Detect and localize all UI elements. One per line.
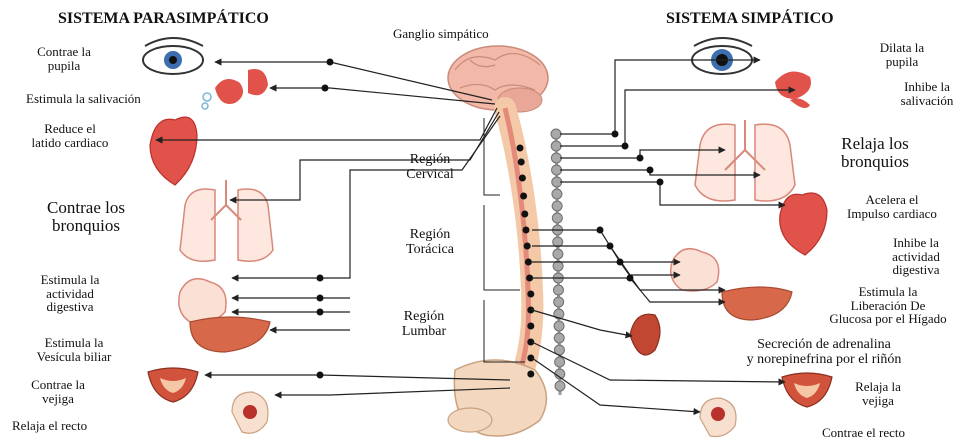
spinal-root-dot [524, 243, 531, 250]
sym-rectum-label: Contrae el recto [822, 426, 905, 440]
spinal-root-dot [527, 371, 534, 378]
ganglion-node [554, 333, 564, 343]
para-bronchi-label: Contrae los bronquios [16, 199, 156, 235]
spinal-root-dot [523, 227, 530, 234]
spinal-root-dot [517, 145, 524, 152]
para-ganglion-dot [322, 85, 329, 92]
spinal-root-dot [527, 291, 534, 298]
region-lumbar: Región Lumbar [382, 310, 466, 339]
para-ganglion-dot [317, 372, 324, 379]
sym-digestive-label: Inhibe la actividad digestiva [866, 236, 966, 277]
sym-synapse-dot [647, 167, 654, 174]
stomach-right [671, 249, 719, 291]
sym-synapse-dot [607, 243, 614, 250]
sym-adrenaline-label: Secreción de adrenalina y norepinefrina … [676, 338, 972, 367]
ganglion-node [555, 381, 565, 391]
heart-right [780, 193, 827, 255]
ganglion-node [553, 285, 563, 295]
sym-heart-label: Acelera el Impulso cardiaco [828, 193, 956, 220]
ganglion-node [552, 189, 562, 199]
sym-synapse-dot [627, 275, 634, 282]
ganglion-label: Ganglio simpático [393, 27, 489, 41]
sym-bronchi-label: Relaja los bronquios [812, 135, 938, 171]
ganglion-node [551, 129, 561, 139]
ganglion-node [553, 249, 563, 259]
kidney-adrenal-right [630, 314, 660, 355]
parasympathetic-title: SISTEMA PARASIMPÁTICO [58, 11, 269, 28]
ganglion-node [551, 141, 561, 151]
spinal-root-dot [518, 159, 525, 166]
liver-right [722, 287, 792, 320]
sym-synapse-dot [622, 143, 629, 150]
liver-left [190, 317, 270, 352]
region-cervical: Región Cervical [388, 153, 472, 182]
rectum-right [700, 398, 736, 437]
para-ganglion-dot [327, 59, 334, 66]
stomach-left [179, 279, 226, 323]
bladder-right [782, 373, 832, 407]
para-pupil-label: Contrae la pupila [14, 45, 114, 72]
sym-pupil-label: Dilata la pupila [852, 41, 952, 68]
region-thoracic: Región Torácica [388, 228, 472, 257]
eye-left [143, 38, 203, 74]
sym-nerve-heart [560, 182, 785, 205]
sym-nerve-adrenal [532, 310, 632, 336]
sym-synapse-dot [657, 179, 664, 186]
para-heart-label: Reduce el latido cardiaco [6, 122, 134, 149]
ganglion-node [552, 213, 562, 223]
sym-synapse-dot [617, 259, 624, 266]
spinal-root-dot [527, 323, 534, 330]
para-nerve-heart [156, 108, 497, 140]
eye-right [692, 38, 752, 74]
ganglion-node [554, 321, 564, 331]
spinal-root-dot [527, 355, 534, 362]
para-rectum-label: Relaja el recto [12, 419, 87, 433]
salivary-glands-left [202, 69, 268, 109]
lungs-left [180, 180, 273, 261]
sym-bladder-label: Relaja la vejiga [838, 380, 918, 407]
spinal-root-dot [525, 259, 532, 266]
sym-synapse-dot [597, 227, 604, 234]
bladder-left [148, 368, 198, 402]
para-ganglion-dot [317, 275, 324, 282]
ganglion-node [551, 153, 561, 163]
ganglion-node [555, 357, 565, 367]
sym-synapse-dot [612, 131, 619, 138]
lungs-right [695, 120, 795, 201]
sympathetic-title: SISTEMA SIMPÁTICO [666, 11, 834, 28]
para-gallbladder-label: Estimula la Vesícula biliar [6, 336, 142, 363]
para-ganglion-dot [317, 295, 324, 302]
ganglion-node [554, 297, 564, 307]
ganglion-node [552, 201, 562, 211]
sym-synapse-dot [637, 155, 644, 162]
sym-saliva-label: Inhibe la salivación [880, 80, 974, 107]
spinal-root-dot [520, 193, 527, 200]
heart-left [150, 117, 197, 185]
para-bladder-label: Contrae la vejiga [10, 378, 106, 405]
para-digestive-label: Estimula la actividad digestiva [14, 273, 126, 314]
sym-glucose-label: Estimula la Liberación De Glucosa por el… [800, 285, 976, 326]
para-saliva-label: Estimula la salivación [26, 92, 141, 106]
spinal-root-dot [521, 211, 528, 218]
spinal-root-dot [519, 175, 526, 182]
para-ganglion-dot [317, 309, 324, 316]
rectum-left [232, 392, 268, 433]
